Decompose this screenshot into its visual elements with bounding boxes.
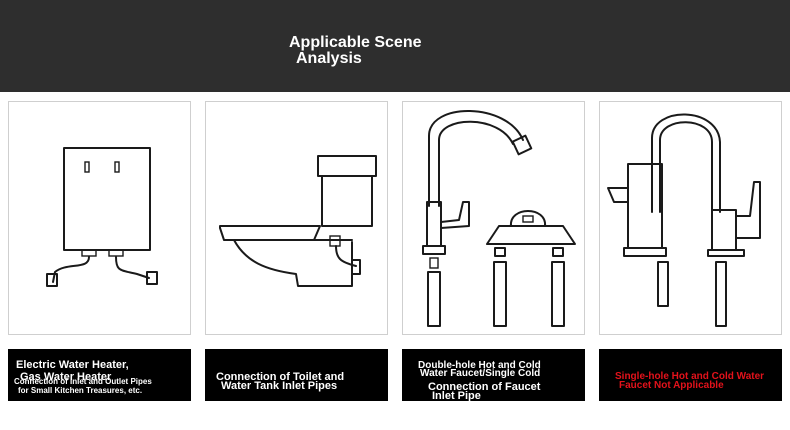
double-hole-faucet-illustration (422, 110, 576, 327)
caption-line: Water Tank Inlet Pipes (221, 380, 338, 392)
water-heater-illustration (46, 147, 158, 287)
panel-toilet (205, 101, 388, 335)
caption-water-heater: Electric Water Heater, Gas Water Heater … (8, 349, 191, 401)
caption-line: for Small Kitchen Treasures, etc. (18, 386, 143, 395)
caption-line: Electric Water Heater, (16, 359, 129, 371)
caption-line: Connection of Faucet (428, 381, 541, 393)
header-banner: Applicable Scene Analysis (0, 0, 790, 92)
panel-water-heater (8, 101, 191, 335)
page-title-line2: Analysis (296, 50, 362, 67)
caption-line: Single-hole Hot and Cold Water (615, 371, 765, 382)
panel-double-hole-faucet (402, 101, 585, 335)
caption-line: Double-hole Hot and Cold (418, 360, 541, 371)
caption-line: Faucet Not Applicable (619, 380, 724, 391)
page-title-line1: Applicable Scene (289, 34, 422, 51)
caption-line: Connection of Toilet and (216, 371, 345, 383)
caption-line: Connection of Inlet and Outlet Pipes (14, 377, 152, 386)
caption-line: Gas Water Heater (20, 371, 112, 383)
panel-single-hole-faucet (599, 101, 782, 335)
caption-single-hole-faucet: Single-hole Hot and Cold Water Faucet No… (599, 349, 782, 401)
toilet-illustration (219, 155, 377, 287)
caption-line: Inlet Pipe (432, 390, 481, 401)
caption-toilet: Connection of Toilet and Water Tank Inle… (205, 349, 388, 401)
page-title: Applicable Scene Analysis (289, 35, 489, 67)
single-hole-faucet-illustration (607, 113, 761, 327)
caption-double-hole-faucet: Double-hole Hot and Cold Water Faucet/Si… (402, 349, 585, 401)
caption-line: Water Faucet/Single Cold (420, 368, 541, 379)
